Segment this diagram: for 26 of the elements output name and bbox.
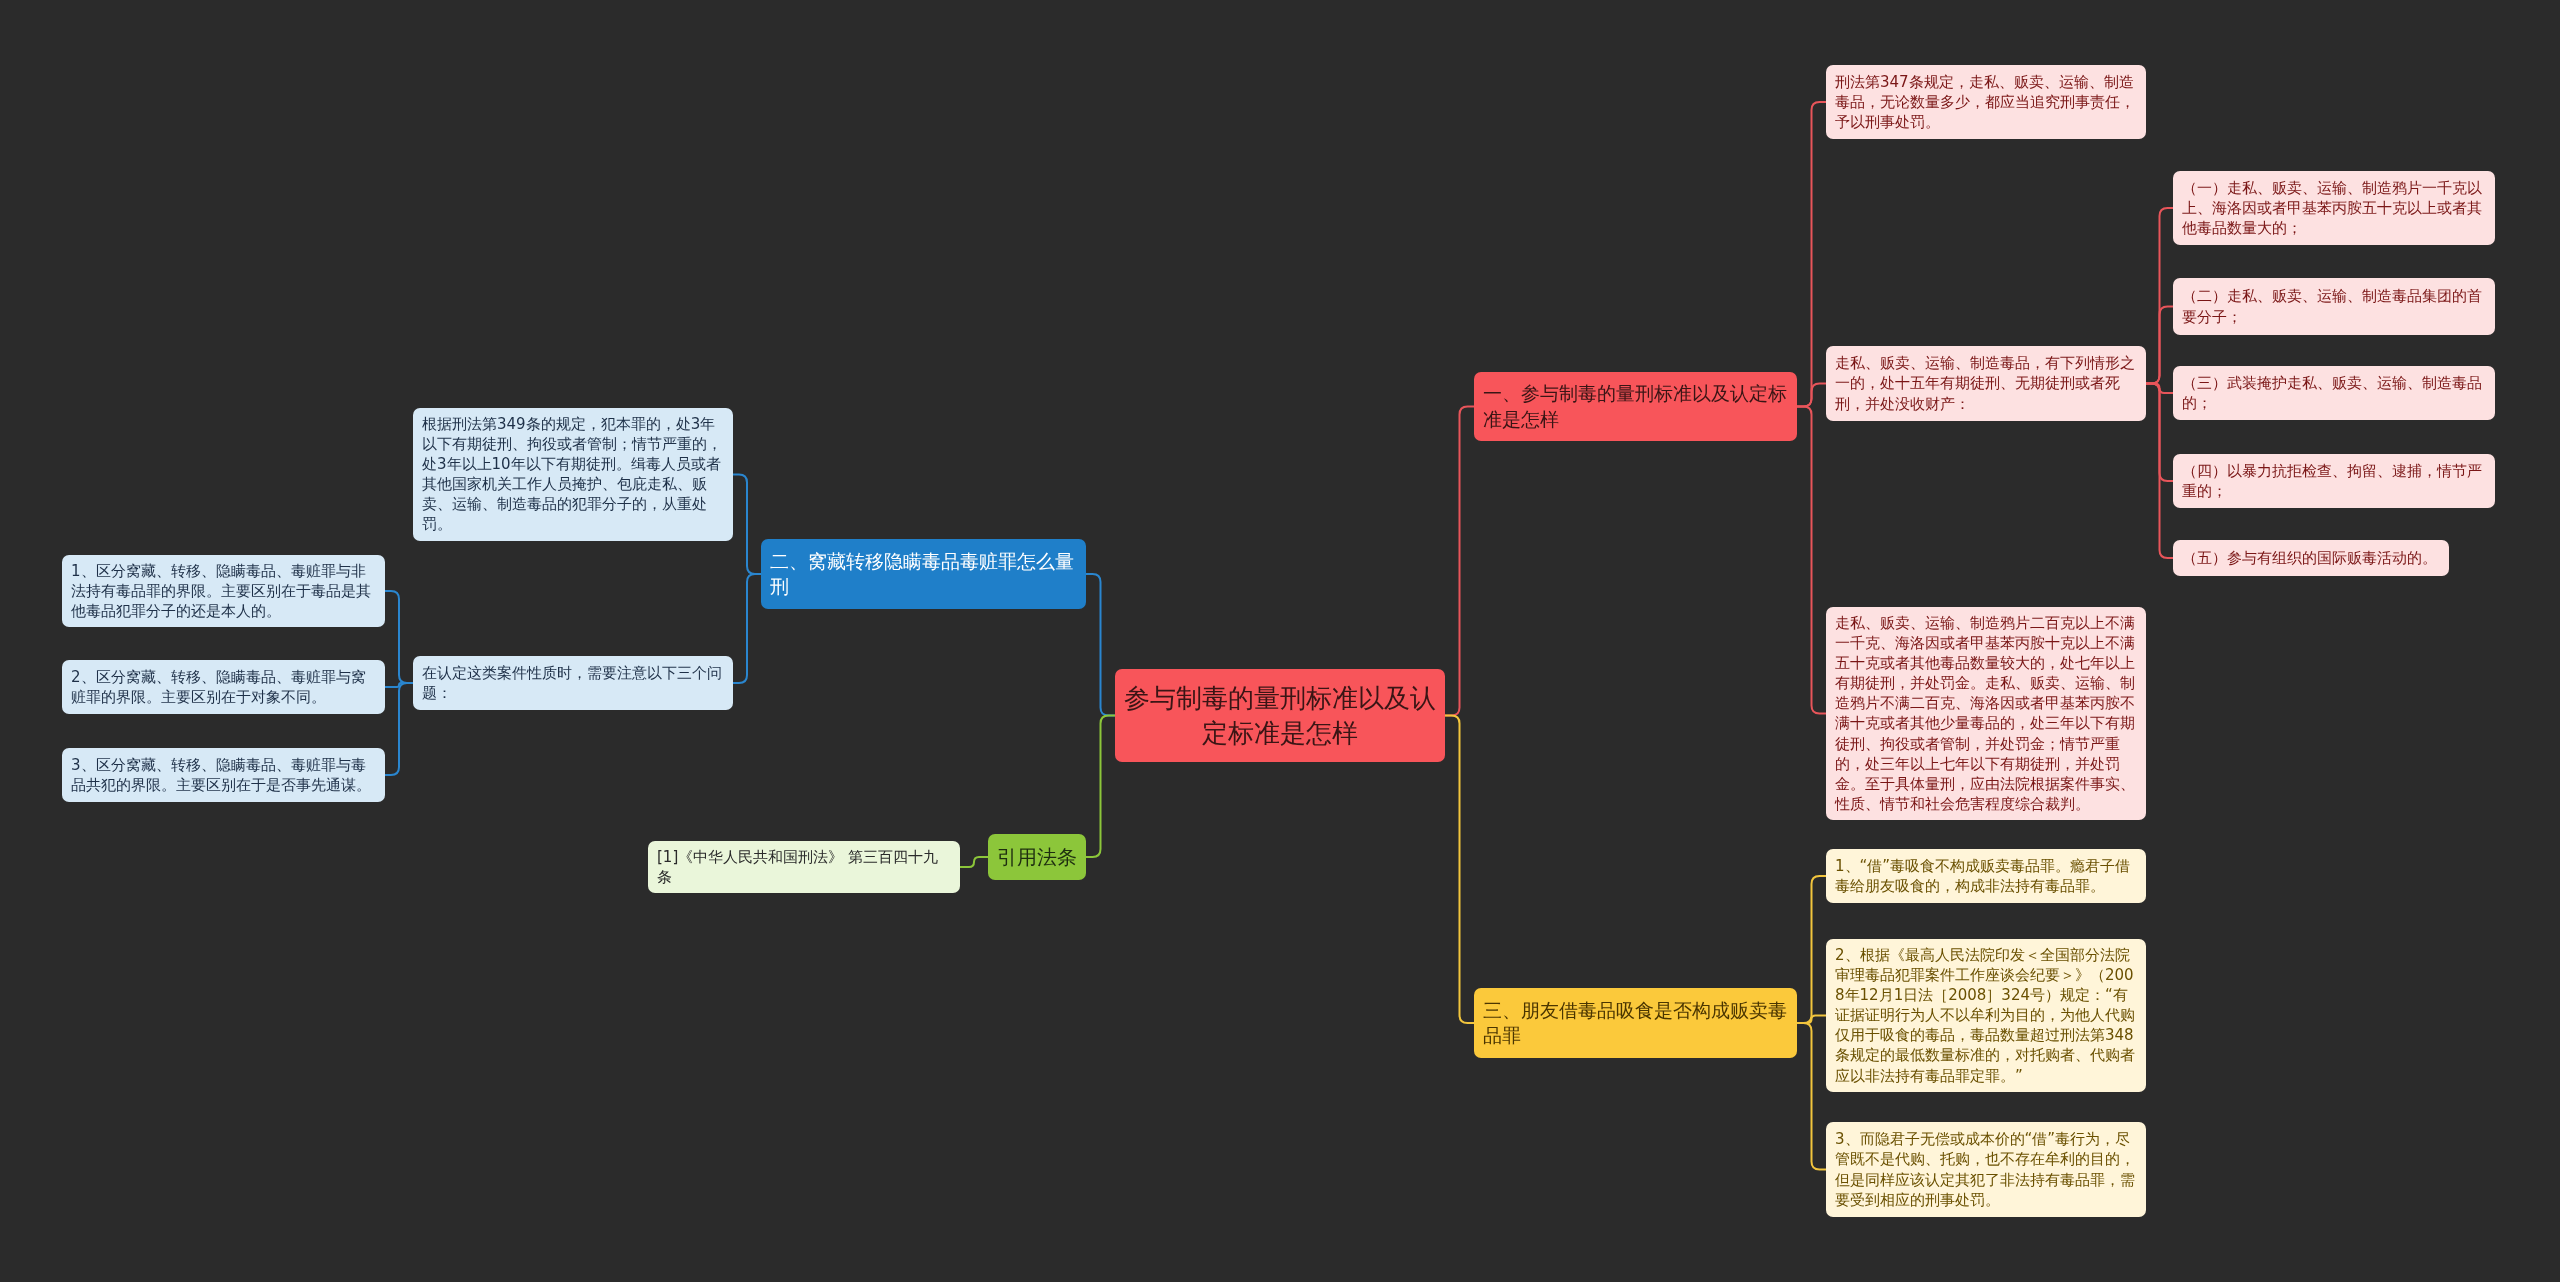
text-box: 1、“借”毒吸食不构成贩卖毒品罪。瘾君子借毒给朋友吸食的，构成非法持有毒品罪。 [1826, 849, 2146, 903]
text-box: （三）武装掩护走私、贩卖、运输、制造毒品的； [2173, 366, 2495, 420]
connector-line [1444, 714, 1475, 1024]
branch-box: 一、参与制毒的量刑标准以及认定标准是怎样 [1474, 372, 1797, 441]
text-box: 走私、贩卖、运输、制造毒品，有下列情形之一的，处十五年有期徒刑、无期徒刑或者死刑，并处没收财产： [1826, 346, 2146, 421]
text-box: 根据刑法第349条的规定，犯本罪的，处3年以下有期徒刑、拘役或者管制；情节严重的，处3年以上10年以下有期徒刑。缉毒人员或者其他国家机关工作人员掩护、包庇走私、贩卖、运输、制造毒品的犯罪分子的，从重处罚。 [413, 408, 733, 541]
branch-box: 三、朋友借毒品吸食是否构成贩卖毒品罪 [1474, 988, 1797, 1058]
topic-box: 参与制毒的量刑标准以及认定标准是怎样 [1115, 669, 1445, 762]
connector-line [1796, 405, 1827, 715]
text-box: 在认定这类案件性质时，需要注意以下三个问题： [413, 656, 733, 710]
text-box: 刑法第347条规定，走私、贩卖、运输、制造毒品，无论数量多少，都应当追究刑事责任，予以刑事处罚。 [1826, 65, 2146, 139]
branch-box: 二、窝藏转移隐瞒毒品毒赃罪怎么量刑 [761, 539, 1086, 609]
text-box: 1、区分窝藏、转移、隐瞒毒品、毒赃罪与非法持有毒品罪的界限。主要区别在于毒品是其他毒品犯罪分子的还是本人的。 [62, 555, 385, 628]
text-box: 2、根据《最高人民法院印发＜全国部分法院审理毒品犯罪案件工作座谈会纪要＞》（2008年12月1日法［2008］324号）规定：“有证据证明行为人不以牟利为目的，为他人代购仅用于吸食的毒品，毒品数量超过刑法第348条规定的最低数量标准的，对托购者、代购者应以非法持有毒品罪定罪。” [1826, 939, 2146, 1092]
text-box: 3、而隐君子无偿或成本价的“借”毒行为，尽管既不是代购、托购，也不存在牟利的目的，但是同样应该认定其犯了非法持有毒品罪，需要受到相应的刑事处罚。 [1826, 1122, 2146, 1217]
text-box: [1]《中华人民共和国刑法》 第三百四十九条 [648, 841, 960, 894]
text-box: （四）以暴力抗拒检查、拘留、逮捕，情节严重的； [2173, 454, 2495, 508]
text-box: 3、区分窝藏、转移、隐瞒毒品、毒赃罪与毒品共犯的界限。主要区别在于是否事先通谋。 [62, 748, 385, 802]
text-box: （一）走私、贩卖、运输、制造鸦片一千克以上、海洛因或者甲基苯丙胺五十克以上或者其他毒品数量大的； [2173, 171, 2495, 245]
connector-line [384, 682, 414, 776]
text-box: 2、区分窝藏、转移、隐瞒毒品、毒赃罪与窝赃罪的界限。主要区别在于对象不同。 [62, 660, 385, 714]
connector-line [959, 856, 989, 868]
text-box: （五）参与有组织的国际贩毒活动的。 [2173, 540, 2449, 576]
text-box: （二）走私、贩卖、运输、制造毒品集团的首要分子； [2173, 278, 2495, 335]
text-box: 走私、贩卖、运输、制造鸦片二百克以上不满一千克、海洛因或者甲基苯丙胺十克以上不满五十克或者其他毒品数量较大的，处七年以上有期徒刑，并处罚金。走私、贩卖、运输、制造鸦片不满二百克、海洛因或者甲基苯丙胺不满十克或者其他少量毒品的，处三年以下有期徒刑、拘役或者管制，并处罚金；情节严重的，处三年以上七年以下有期徒刑，并处罚金。至于具体量刑，应由法院根据案件事实、性质、情节和社会危害程度综合裁判。 [1826, 607, 2146, 820]
branch-box: 引用法条 [988, 834, 1086, 880]
